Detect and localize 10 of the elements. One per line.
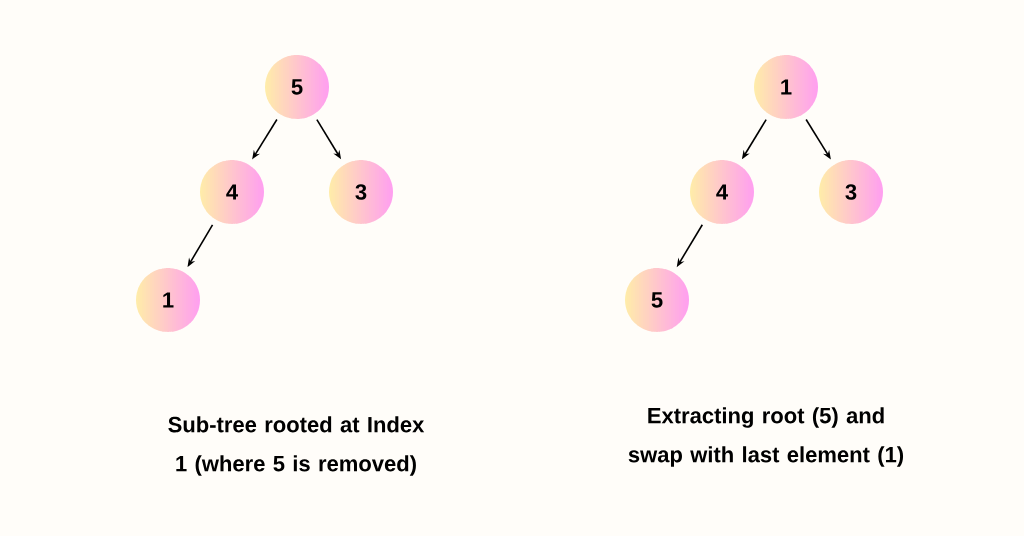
node-label: 1 bbox=[163, 292, 174, 308]
node-label: 4 bbox=[226, 184, 239, 200]
node-label: 4 bbox=[716, 184, 729, 200]
node-label: 3 bbox=[845, 184, 857, 200]
node-label: 1 bbox=[781, 79, 792, 95]
node-label: 5 bbox=[291, 79, 303, 95]
node-label: 5 bbox=[651, 292, 663, 308]
caption: Sub-tree rooted at Index 1 (where 5 is removed) bbox=[168, 416, 425, 476]
node-label: 3 bbox=[355, 184, 367, 200]
caption: Extracting root (5) and swap with last element (1) bbox=[628, 407, 904, 467]
